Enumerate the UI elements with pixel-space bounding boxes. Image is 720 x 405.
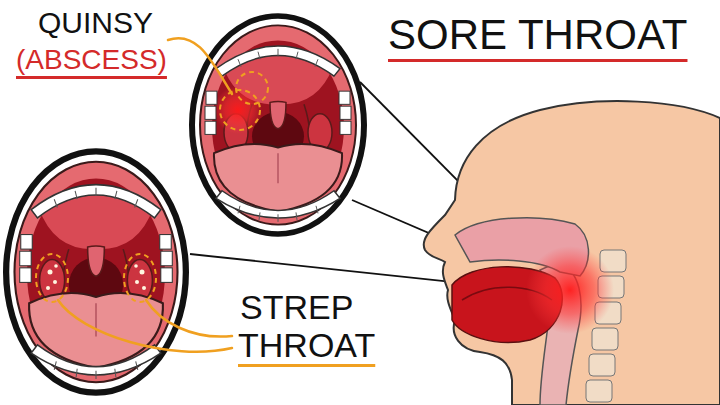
quinsy-mouth [192, 16, 364, 234]
leader-line [146, 300, 232, 337]
art-part [134, 264, 138, 268]
condition-label: STREP [240, 290, 353, 324]
art-part [135, 280, 139, 284]
condition-label: (ABSCESS) [16, 46, 167, 74]
tonsil-outline [124, 254, 156, 302]
leader-lines [58, 38, 232, 352]
open-mouth [192, 16, 364, 234]
abscess-outline [236, 72, 268, 104]
art-part [586, 380, 612, 402]
art-part [54, 264, 58, 268]
art-part [142, 286, 146, 290]
art-part [140, 270, 145, 275]
title: SORE THROAT [388, 14, 687, 56]
tonsil-outline [36, 254, 68, 302]
art-part [592, 328, 618, 350]
art-part [53, 280, 57, 284]
art-part [46, 286, 50, 290]
leader-line [168, 38, 232, 94]
open-mouth [6, 151, 186, 392]
abscess-outline [220, 90, 260, 130]
strep-mouth [6, 151, 186, 392]
tonsil-spots [46, 264, 146, 290]
leader-line [58, 300, 232, 352]
head-outline [424, 101, 720, 405]
inflammation-glow [526, 246, 614, 334]
condition-label: THROAT [238, 328, 375, 362]
abscess-glow [214, 86, 262, 134]
art-part [48, 270, 53, 275]
head-profile [424, 101, 720, 405]
condition-label: QUINSY [38, 8, 153, 38]
art-part [589, 354, 615, 376]
